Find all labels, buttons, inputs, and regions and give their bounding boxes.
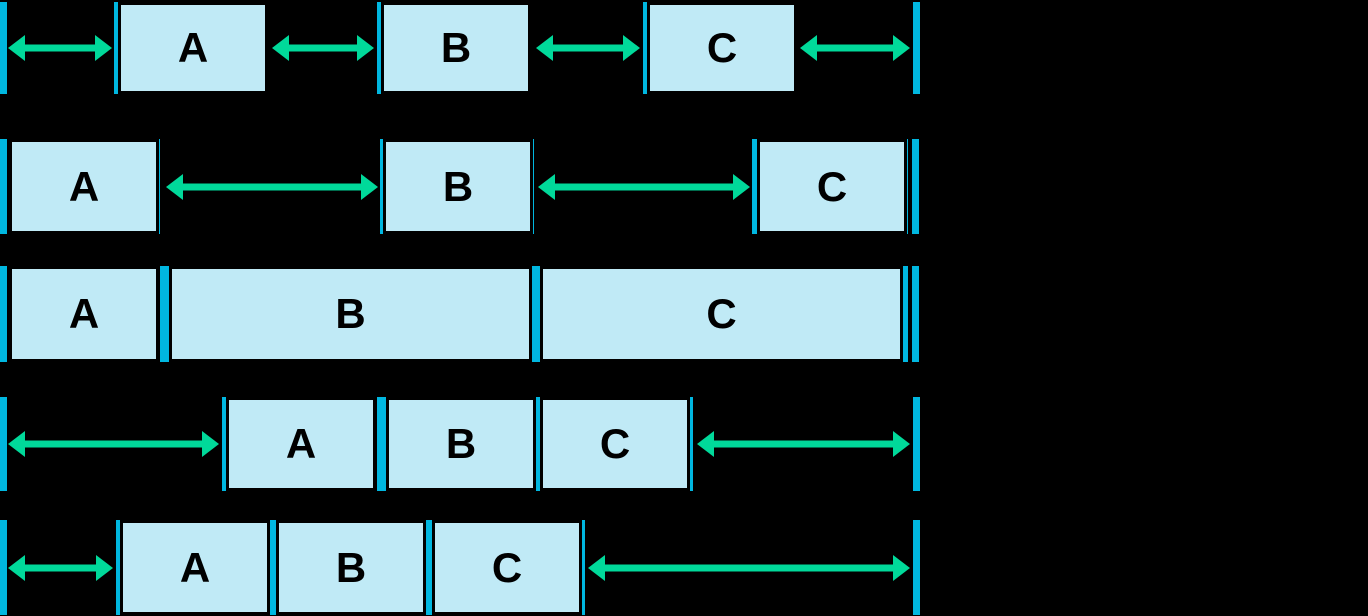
spacing-arrow	[536, 34, 640, 62]
edge-guide-bar	[0, 520, 7, 615]
spacing-arrow	[166, 173, 378, 201]
diagram-row-flex-end: A B C	[0, 397, 1368, 491]
flex-item-label: A	[68, 290, 100, 337]
flex-item-box-a: A	[226, 397, 376, 491]
flex-item-label: B	[335, 543, 367, 591]
flex-item-label: B	[442, 162, 474, 210]
flex-item-box-b: B	[276, 520, 426, 615]
flex-item-label: C	[706, 290, 737, 337]
flex-item-box-c: C	[432, 520, 582, 615]
edge-guide-bar	[114, 2, 121, 94]
flex-item-box-a: A	[120, 520, 270, 615]
flex-item-label: B	[440, 24, 472, 71]
edge-guide-bar	[0, 397, 7, 491]
spacing-arrow	[8, 430, 219, 458]
flex-item-box-c: C	[540, 266, 903, 362]
edge-guide-bar	[267, 520, 274, 615]
diagram-row-stretch: A B C	[0, 266, 1368, 362]
edge-guide-bar	[423, 520, 430, 615]
flex-item-label: A	[177, 24, 209, 71]
spacing-arrow	[800, 34, 910, 62]
flex-item-label: C	[816, 162, 848, 210]
flex-item-box-c: C	[647, 2, 797, 94]
edge-guide-bar	[913, 520, 920, 615]
flex-item-label: B	[335, 290, 366, 337]
flex-item-box-c: C	[540, 397, 690, 491]
diagram-row-space-between: A B C	[0, 139, 1368, 234]
flex-item-box-a: A	[118, 2, 268, 94]
flex-item-label: B	[445, 420, 477, 467]
flex-item-label: C	[491, 543, 523, 591]
edge-guide-bar	[913, 2, 920, 94]
flex-item-label: C	[599, 420, 631, 467]
edge-guide-bar	[222, 397, 229, 491]
flex-item-box-b: B	[169, 266, 532, 362]
flex-item-label: A	[68, 162, 100, 210]
spacing-arrow	[538, 173, 750, 201]
spacing-arrow	[697, 430, 910, 458]
edge-guide-bar	[116, 520, 123, 615]
edge-guide-bar	[0, 139, 7, 234]
flex-item-box-b: B	[386, 397, 536, 491]
flex-item-box-c: C	[757, 139, 907, 234]
diagram-row-space-around: A B C	[0, 2, 1368, 94]
edge-guide-bar	[0, 266, 7, 362]
flex-item-box-a: A	[9, 266, 159, 362]
edge-guide-bar	[912, 139, 919, 234]
edge-guide-bar	[643, 2, 650, 94]
flex-item-box-b: B	[381, 2, 531, 94]
edge-guide-bar	[377, 2, 384, 94]
edge-guide-bar	[531, 266, 538, 362]
spacing-arrow	[8, 554, 113, 582]
edge-guide-bar	[901, 266, 908, 362]
edge-guide-bar	[912, 266, 919, 362]
spacing-arrow	[588, 554, 910, 582]
flex-item-label: C	[706, 24, 738, 71]
flex-item-box-a: A	[9, 139, 159, 234]
spacing-arrow	[272, 34, 374, 62]
edge-guide-bar	[913, 397, 920, 491]
edge-guide-bar	[0, 2, 7, 94]
edge-guide-bar	[160, 266, 167, 362]
edge-guide-bar	[752, 139, 759, 234]
edge-guide-bar	[377, 397, 384, 491]
spacing-arrow	[8, 34, 112, 62]
diagram-row-flex-start: A B C	[0, 520, 1368, 615]
flex-item-box-b: B	[383, 139, 533, 234]
flex-item-label: A	[179, 543, 211, 591]
flex-item-label: A	[285, 420, 317, 467]
